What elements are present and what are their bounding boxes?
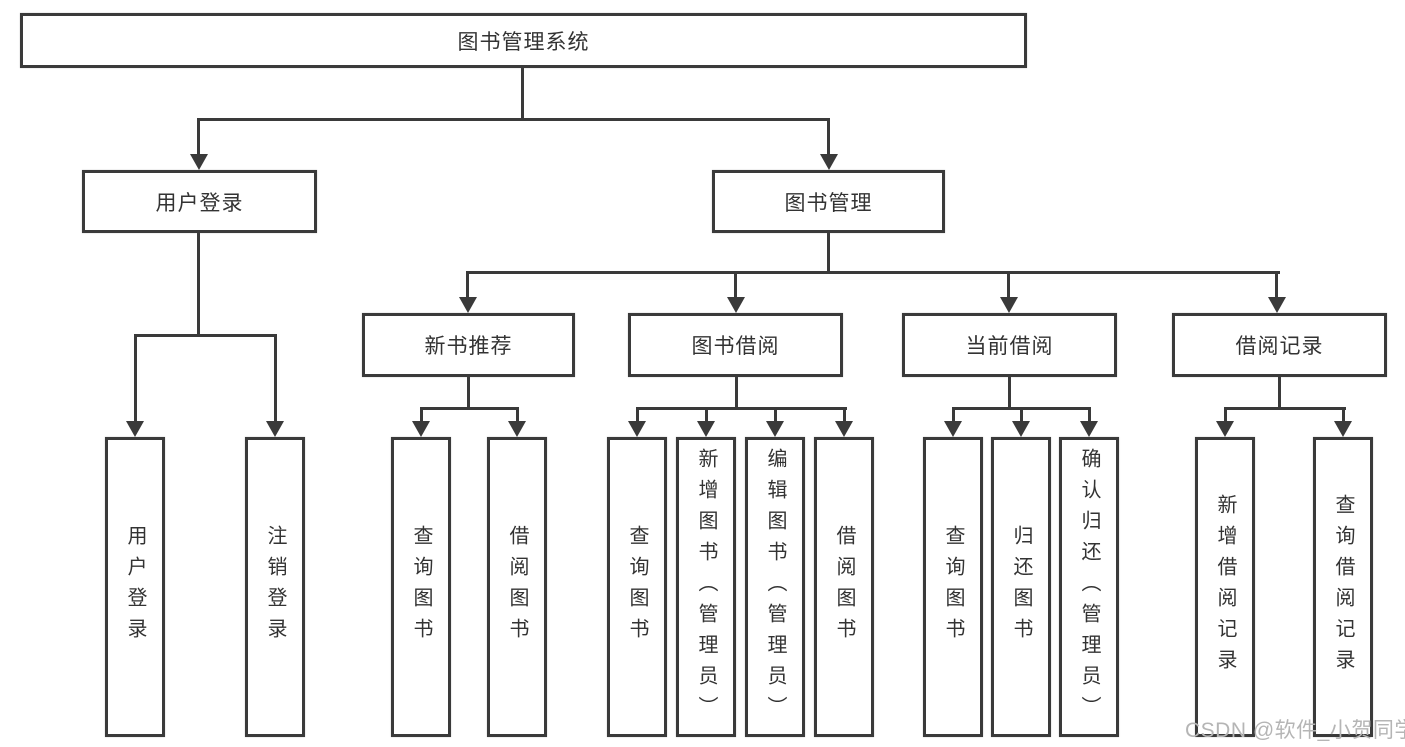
connector-drop-user-login [197, 120, 200, 156]
node-library-management-system: 图书管理系统 [20, 13, 1027, 68]
connector-drop-leaf [134, 336, 137, 423]
arrow-down-icon [1268, 297, 1286, 313]
leaf-add-borrow-record: 新增借阅记录 [1195, 437, 1255, 737]
arrow-down-icon [266, 421, 284, 437]
leaf-borrow-books-recommend: 借阅图书 [487, 437, 547, 737]
node-borrowing-records: 借阅记录 [1172, 313, 1387, 377]
connector-drop-borrow-records [1275, 273, 1278, 299]
connector-drop-leaf [1224, 409, 1227, 423]
arrow-down-icon [820, 154, 838, 170]
connector-current-borrow-stub [1008, 377, 1011, 409]
arrow-down-icon [944, 421, 962, 437]
connector-drop-book-management [827, 120, 830, 156]
leaf-edit-book-admin: 编辑图书（管理员） [745, 437, 805, 737]
leaf-confirm-return-admin: 确认归还（管理员） [1059, 437, 1119, 737]
connector-root-hline [197, 118, 830, 121]
connector-new-book-stub [467, 377, 470, 409]
connector-book-management-stub [827, 233, 830, 273]
connector-drop-leaf [705, 409, 708, 423]
connector-drop-leaf [1088, 409, 1091, 423]
connector-drop-leaf [774, 409, 777, 423]
arrow-down-icon [459, 297, 477, 313]
connector-drop-new-book [466, 273, 469, 299]
connector-borrow-records-hline [1224, 407, 1346, 410]
arrow-down-icon [766, 421, 784, 437]
arrow-down-icon [508, 421, 526, 437]
leaf-query-books-current: 查询图书 [923, 437, 983, 737]
leaf-query-books-borrowing: 查询图书 [607, 437, 667, 737]
arrow-down-icon [1080, 421, 1098, 437]
arrow-down-icon [190, 154, 208, 170]
arrow-down-icon [412, 421, 430, 437]
connector-drop-leaf [636, 409, 639, 423]
connector-drop-leaf [952, 409, 955, 423]
connector-drop-book-borrow [734, 273, 737, 299]
arrow-down-icon [1000, 297, 1018, 313]
node-user-login: 用户登录 [82, 170, 317, 233]
connector-drop-leaf [274, 336, 277, 423]
connector-drop-current-borrow [1007, 273, 1010, 299]
connector-level3-hline [466, 271, 1280, 274]
connector-borrow-records-stub [1278, 377, 1281, 409]
leaf-logout: 注销登录 [245, 437, 305, 737]
connector-user-login-hline [134, 334, 277, 337]
leaf-query-books-recommend: 查询图书 [391, 437, 451, 737]
arrow-down-icon [835, 421, 853, 437]
leaf-query-borrow-record: 查询借阅记录 [1313, 437, 1373, 737]
node-current-borrowing: 当前借阅 [902, 313, 1117, 377]
node-new-book-recommend: 新书推荐 [362, 313, 575, 377]
arrow-down-icon [1012, 421, 1030, 437]
arrow-down-icon [1334, 421, 1352, 437]
connector-current-borrow-hline [952, 407, 1091, 410]
arrow-down-icon [697, 421, 715, 437]
leaf-add-book-admin: 新增图书（管理员） [676, 437, 736, 737]
connector-user-login-stub [197, 233, 200, 336]
leaf-user-login: 用户登录 [105, 437, 165, 737]
csdn-watermark: CSDN @软件_小贺同学 [1185, 719, 1405, 742]
leaf-borrow-books-borrowing: 借阅图书 [814, 437, 874, 737]
arrow-down-icon [727, 297, 745, 313]
node-book-borrowing: 图书借阅 [628, 313, 843, 377]
connector-drop-leaf [516, 409, 519, 423]
connector-root-stub [521, 68, 524, 120]
connector-new-book-hline [420, 407, 519, 410]
leaf-return-book: 归还图书 [991, 437, 1051, 737]
connector-drop-leaf [843, 409, 846, 423]
connector-drop-leaf [1342, 409, 1345, 423]
arrow-down-icon [126, 421, 144, 437]
connector-book-borrow-hline [636, 407, 847, 410]
connector-book-borrow-stub [735, 377, 738, 409]
connector-drop-leaf [1020, 409, 1023, 423]
connector-drop-leaf [420, 409, 423, 423]
node-book-management: 图书管理 [712, 170, 945, 233]
arrow-down-icon [628, 421, 646, 437]
arrow-down-icon [1216, 421, 1234, 437]
